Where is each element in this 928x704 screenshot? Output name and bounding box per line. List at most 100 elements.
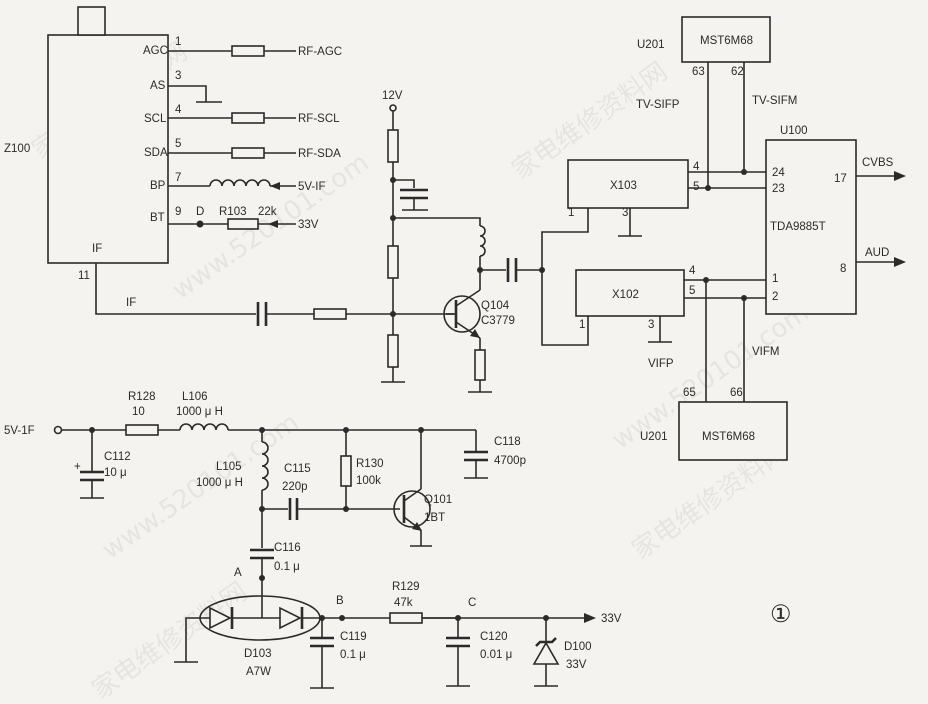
- pin-number: 8: [840, 263, 846, 275]
- tuner-body: [47, 34, 169, 264]
- q101-ref: Q101: [424, 494, 452, 506]
- u201-top-ref: U201: [637, 39, 665, 51]
- l106-inductor-icon: [179, 423, 229, 431]
- u201-bottom-ref: U201: [640, 431, 668, 443]
- transistor-q104: Q104 C3779: [443, 272, 515, 393]
- pin-number: 65: [683, 387, 696, 399]
- c116-ref: C116: [274, 542, 301, 554]
- c119-ref: C119: [340, 631, 367, 643]
- figure-number: ①: [770, 600, 792, 628]
- pin-number: 62: [731, 66, 744, 78]
- d103-ref: D103: [244, 648, 272, 660]
- pin-name-agc: AGC: [143, 45, 168, 57]
- pin-number: 17: [834, 173, 847, 185]
- saw-filter-feed: [477, 208, 589, 346]
- test-point-d: [196, 220, 204, 228]
- c112-value: 10 μ: [104, 467, 127, 479]
- r103-ref: R103: [219, 206, 247, 218]
- c115-value: 220p: [282, 481, 308, 493]
- r129-ref: R129: [392, 581, 420, 593]
- c118-ref: C118: [494, 436, 521, 448]
- l105-ref: L105: [216, 461, 242, 473]
- d100-value: 33V: [566, 659, 587, 671]
- r130-value: 100k: [356, 475, 381, 487]
- arrow-icon: [270, 182, 280, 190]
- pin-number: 4: [693, 161, 700, 173]
- q104-bias-network: 12V: [381, 90, 486, 383]
- r128-value: 10: [132, 406, 145, 418]
- net-rf-agc: RF-AGC: [298, 46, 342, 58]
- l106-value: 1000 μ H: [176, 406, 223, 418]
- x102-ref: X102: [612, 289, 639, 301]
- net-vifm: VIFM: [752, 346, 779, 358]
- inductor-icon: [479, 225, 486, 257]
- u201-bottom-part: MST6M68: [702, 431, 755, 443]
- pin-number: 24: [772, 167, 785, 179]
- net-33v: 33V: [298, 219, 319, 231]
- c120-ref: C120: [480, 631, 508, 643]
- r128-ref: R128: [128, 391, 156, 403]
- pin-name-as: AS: [150, 80, 166, 92]
- l105-value: 1000 μ H: [196, 477, 243, 489]
- pin-number: 9: [175, 206, 181, 218]
- pin-number: 3: [648, 319, 654, 331]
- net-cvbs: CVBS: [862, 157, 894, 169]
- q104-part: C3779: [481, 315, 515, 327]
- u100-part: TDA9885T: [770, 221, 826, 233]
- pin-number: 5: [175, 138, 181, 150]
- net-5v-if: 5V-IF: [298, 181, 325, 193]
- net-rf-sda: RF-SDA: [298, 148, 341, 160]
- pin-number: 3: [175, 70, 181, 82]
- pin-number: 1: [579, 319, 585, 331]
- resistor: [387, 129, 399, 163]
- arrow-icon: [584, 613, 596, 623]
- diode-icon: [279, 606, 302, 630]
- point-a-label: A: [234, 567, 242, 579]
- net-rf-scl: RF-SCL: [298, 113, 340, 125]
- point-d-label: D: [196, 206, 204, 218]
- supply-12v-label: 12V: [382, 90, 403, 102]
- resistor: [313, 308, 347, 320]
- resistor: [387, 334, 399, 368]
- net-aud: AUD: [865, 247, 889, 259]
- q104-ref: Q104: [481, 300, 510, 312]
- tuner-z100: Z100 AGC AS SCL SDA BP BT IF 1 3 4 5 7 9…: [4, 6, 342, 315]
- r129-value: 47k: [394, 597, 413, 609]
- c120-value: 0.01 μ: [480, 649, 512, 661]
- r130-resistor: [340, 455, 352, 487]
- pin-name-sda: SDA: [144, 147, 168, 159]
- resistor: [387, 245, 399, 279]
- arrow-icon: [894, 257, 906, 267]
- diode-icon: [209, 606, 232, 630]
- pin-number: 66: [730, 387, 743, 399]
- pin-number: 23: [772, 183, 785, 195]
- saw-filter-x103: X103 1 3 4 5: [567, 159, 766, 237]
- x103-ref: X103: [610, 180, 637, 192]
- pin-name-bt: BT: [150, 212, 165, 224]
- r130-ref: R130: [356, 458, 384, 470]
- x102-body: [575, 269, 685, 317]
- output-33v: 33V: [601, 613, 622, 625]
- u201-bottom-body: [678, 401, 788, 461]
- pin-number: 1: [175, 36, 181, 48]
- pin-number: 5: [693, 181, 699, 193]
- tuner-ref: Z100: [4, 143, 30, 155]
- supply-33v-circuit: 5V-1F + C112 10 μ R128 10 L106 1000 μ H …: [4, 391, 622, 689]
- inductor-icon: [209, 179, 271, 187]
- r103-resistor: [227, 218, 259, 230]
- x103-body: [567, 159, 689, 209]
- input-5v-1f: 5V-1F: [4, 425, 35, 437]
- net-tv-sifm: TV-SIFM: [752, 95, 797, 107]
- pin-number: 4: [175, 104, 182, 116]
- d103-part: A7W: [246, 666, 271, 678]
- q101-part: 1BT: [424, 512, 445, 524]
- saw-filter-x102: X102 1 3 4 5 VIFP: [575, 265, 766, 370]
- tuner-antenna-socket: [77, 6, 106, 36]
- pin-number: 3: [622, 207, 628, 219]
- pin-number: 1: [772, 273, 778, 285]
- point-c-label: C: [468, 597, 476, 609]
- arrow-icon: [268, 220, 278, 228]
- u201-top-part: MST6M68: [700, 35, 753, 47]
- pin-name-scl: SCL: [144, 113, 167, 125]
